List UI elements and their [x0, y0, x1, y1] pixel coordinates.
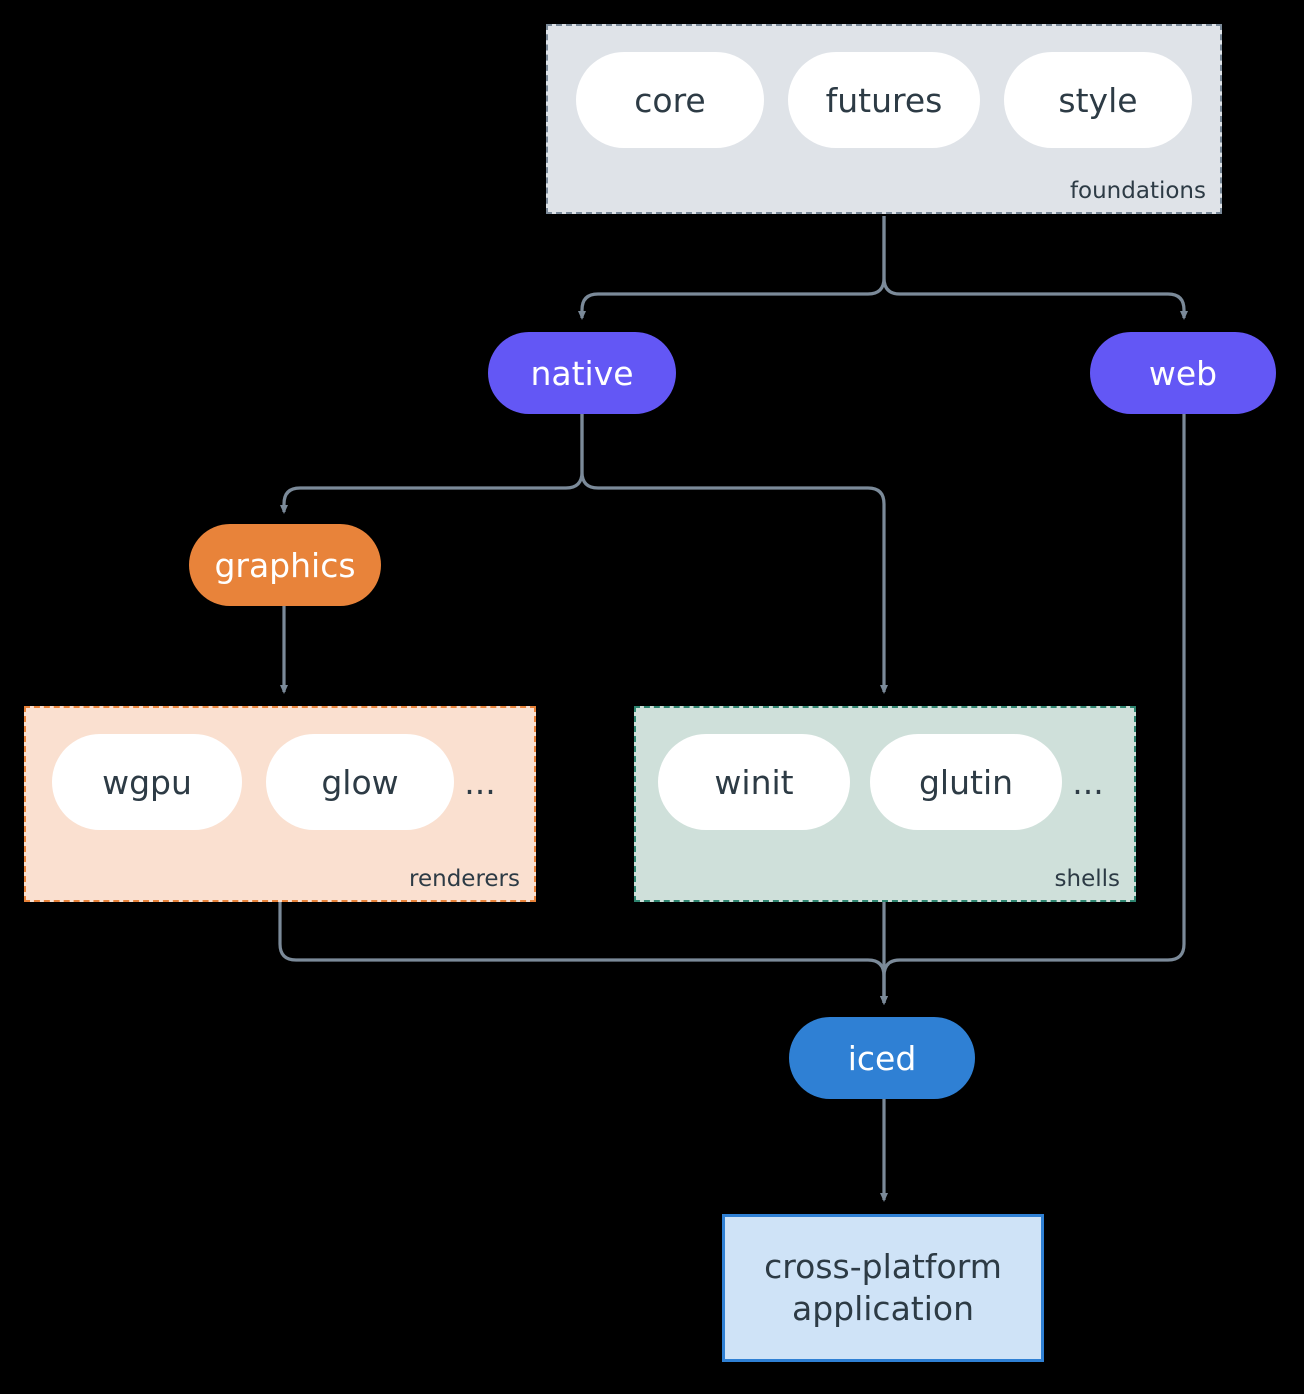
- chip-glutin[interactable]: glutin: [870, 734, 1062, 830]
- node-web[interactable]: web: [1090, 332, 1276, 414]
- edge-foundations-web: [882, 216, 1188, 320]
- node-application-label-line1: cross-platform: [764, 1246, 1002, 1286]
- node-graphics-label: graphics: [214, 545, 356, 585]
- cluster-shells-label: shells: [1054, 866, 1120, 892]
- node-native-label: native: [530, 353, 634, 393]
- cluster-shells: winit glutin ... shells: [634, 706, 1136, 902]
- chip-glow-label: glow: [321, 762, 399, 802]
- chip-winit-label: winit: [714, 762, 794, 802]
- node-iced[interactable]: iced: [789, 1017, 975, 1099]
- chip-renderers-ellipsis-label: ...: [464, 762, 496, 802]
- node-iced-label: iced: [847, 1038, 917, 1078]
- node-web-label: web: [1148, 353, 1218, 393]
- chip-renderers-ellipsis: ...: [454, 734, 506, 830]
- chip-core[interactable]: core: [576, 52, 764, 148]
- chip-wgpu[interactable]: wgpu: [52, 734, 242, 830]
- node-native[interactable]: native: [488, 332, 676, 414]
- chip-futures-label: futures: [825, 80, 943, 120]
- edge-native-graphics: [280, 414, 584, 514]
- node-cross-platform-application[interactable]: cross-platform application: [722, 1214, 1044, 1362]
- edge-renderers-iced: [278, 902, 888, 1005]
- edge-native-shells: [580, 414, 888, 694]
- cluster-renderers-label: renderers: [409, 866, 520, 892]
- chip-shells-ellipsis-label: ...: [1072, 762, 1104, 802]
- edge-foundations-native: [578, 216, 886, 320]
- chip-wgpu-label: wgpu: [102, 762, 192, 802]
- chip-glutin-label: glutin: [918, 762, 1014, 802]
- cluster-renderers: wgpu glow ... renderers: [24, 706, 536, 902]
- node-graphics[interactable]: graphics: [189, 524, 381, 606]
- chip-shells-ellipsis: ...: [1062, 734, 1114, 830]
- chip-winit[interactable]: winit: [658, 734, 850, 830]
- chip-glow[interactable]: glow: [266, 734, 454, 830]
- cluster-foundations-label: foundations: [1069, 178, 1206, 204]
- cluster-foundations: core futures style foundations: [546, 24, 1222, 214]
- chip-style[interactable]: style: [1004, 52, 1192, 148]
- chip-futures[interactable]: futures: [788, 52, 980, 148]
- node-application-label-line2: application: [791, 1289, 975, 1328]
- chip-style-label: style: [1058, 80, 1138, 120]
- chip-core-label: core: [634, 80, 706, 120]
